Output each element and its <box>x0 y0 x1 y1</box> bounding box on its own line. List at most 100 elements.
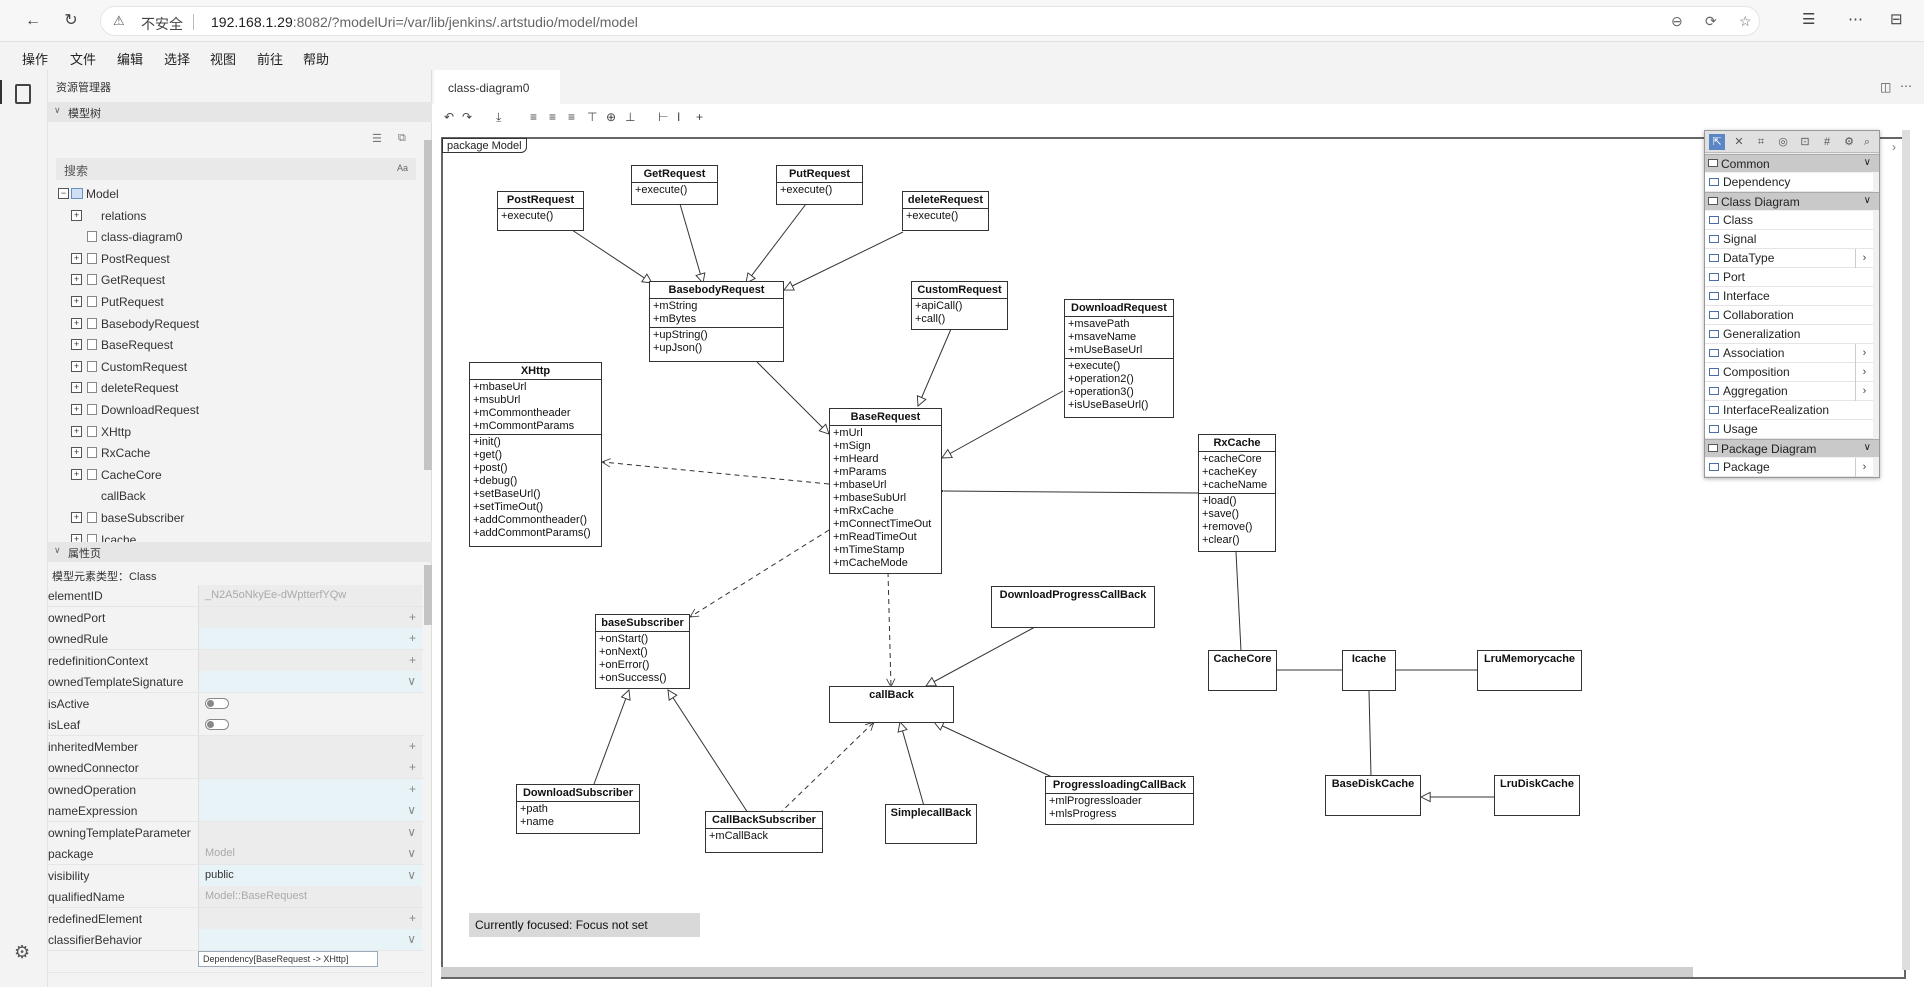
search-icon[interactable]: ⌕ <box>1863 136 1871 148</box>
address-bar[interactable]: ⚠ 不安全 192.168.1.29:8082/?modelUri=/var/l… <box>100 6 1760 36</box>
back-icon[interactable]: ← <box>25 12 41 29</box>
sidebar-icon[interactable]: ⊟ <box>1890 11 1903 28</box>
properties-scrollbar[interactable] <box>424 565 432 625</box>
property-toggle[interactable] <box>205 697 229 709</box>
collapse-icon[interactable]: − <box>58 188 69 199</box>
property-value[interactable]: ∨ <box>198 800 422 821</box>
undo-icon[interactable]: ↶ <box>444 110 455 124</box>
class-getrequest[interactable]: GetRequest+execute() <box>631 165 718 205</box>
palette-item[interactable]: InterfaceRealization <box>1705 401 1873 420</box>
chevron-down-icon[interactable]: ∨ <box>407 803 416 817</box>
palette-item[interactable]: Collaboration <box>1705 306 1873 325</box>
property-value[interactable]: public∨ <box>198 864 422 886</box>
property-value[interactable]: Model∨ <box>198 843 422 864</box>
property-value[interactable]: + <box>198 606 422 628</box>
palette-item[interactable]: Class <box>1705 211 1873 230</box>
expand-icon[interactable]: + <box>71 317 82 329</box>
palette-item[interactable]: Package› <box>1705 458 1873 477</box>
class-basediskcache[interactable]: BaseDiskCache <box>1325 775 1421 816</box>
expand-icon[interactable]: + <box>71 296 82 307</box>
reload-icon[interactable]: ↻ <box>64 12 78 29</box>
chevron-down-icon[interactable]: ∨ <box>407 824 416 839</box>
align-center-icon[interactable]: ≡ <box>549 110 557 124</box>
palette-item[interactable]: Port <box>1705 268 1873 287</box>
palette-item[interactable]: Generalization <box>1705 325 1873 344</box>
refresh-tree-icon[interactable]: ⧉ <box>398 132 406 144</box>
property-value[interactable]: + <box>198 735 422 757</box>
redo-icon[interactable]: ↷ <box>462 110 473 124</box>
class-lrudiskcache[interactable]: LruDiskCache <box>1494 775 1580 816</box>
add-icon[interactable]: + <box>408 781 416 796</box>
palette-group[interactable]: Package Diagram∨ <box>1705 439 1879 457</box>
layout-tool-icon[interactable]: ⚙ <box>1844 136 1854 148</box>
distribute-horizontal-icon[interactable]: ⊢ <box>658 110 669 124</box>
expand-icon[interactable]: + <box>71 447 82 459</box>
palette-item[interactable]: Association› <box>1705 344 1873 363</box>
palette-item[interactable]: DataType› <box>1705 249 1873 268</box>
class-downloadrequest[interactable]: DownloadRequest+msavePath+msaveName+mUse… <box>1064 299 1174 418</box>
chevron-right-icon[interactable]: › <box>1855 458 1873 477</box>
add-icon[interactable]: + <box>408 609 416 624</box>
pointer-tool-icon[interactable]: ⇱ <box>1709 134 1725 150</box>
explorer-icon[interactable] <box>15 84 31 104</box>
property-value[interactable]: Dependency[BaseRequest -> XHttp] <box>198 950 378 967</box>
chevron-right-icon[interactable]: › <box>1855 249 1873 268</box>
canvas-horizontal-scrollbar[interactable] <box>441 967 1693 977</box>
chevron-down-icon[interactable]: ∨ <box>407 867 416 882</box>
palette-group[interactable]: Class Diagram∨ <box>1705 192 1879 210</box>
chevron-right-icon[interactable]: › <box>1855 363 1873 382</box>
class-rxcache[interactable]: RxCache+cacheCore+cacheKey+cacheName+loa… <box>1198 434 1276 552</box>
grid-tool-icon[interactable]: # <box>1823 136 1831 148</box>
chevron-right-icon[interactable]: › <box>1855 344 1873 363</box>
class-cachecore[interactable]: CacheCore <box>1208 650 1277 691</box>
align-left-icon[interactable]: ≡ <box>530 110 538 124</box>
canvas-vertical-scrollbar[interactable] <box>1902 130 1910 970</box>
align-bottom-icon[interactable]: ⊥ <box>625 110 636 124</box>
class-basebodyrequest[interactable]: BasebodyRequest+mString+mBytes+upString(… <box>649 281 784 362</box>
fit-tool-icon[interactable]: ⊡ <box>1800 136 1810 148</box>
diagram-canvas[interactable] <box>441 137 1906 979</box>
add-icon[interactable]: + <box>408 631 416 645</box>
class-xhttp[interactable]: XHttp+mbaseUrl+msubUrl+mCommontheader+mC… <box>469 362 602 547</box>
property-value[interactable]: + <box>198 628 422 649</box>
palette-item[interactable]: Signal <box>1705 230 1873 249</box>
favorite-icon[interactable]: ☆ <box>1739 13 1752 29</box>
class-downloadsubscriber[interactable]: DownloadSubscriber+path+name <box>516 784 640 834</box>
property-value[interactable]: ∨ <box>198 821 422 843</box>
class-callbacksubscriber[interactable]: CallBackSubscriber+mCallBack <box>705 811 823 853</box>
class-basesubscriber[interactable]: baseSubscriber+onStart()+onNext()+onErro… <box>595 614 690 689</box>
menu-actions[interactable]: 操作 <box>22 52 49 67</box>
expand-icon[interactable]: + <box>71 252 82 264</box>
property-toggle[interactable] <box>205 719 229 730</box>
add-icon[interactable]: + <box>408 760 416 774</box>
class-downloadprogresscallback[interactable]: DownloadProgressCallBack <box>991 586 1155 628</box>
match-case-icon[interactable]: Aa <box>396 163 408 173</box>
more-actions-icon[interactable]: ⋯ <box>1900 79 1912 93</box>
menu-go[interactable]: 前往 <box>257 52 284 67</box>
expand-icon[interactable]: + <box>71 339 82 351</box>
align-middle-icon[interactable]: ⊕ <box>606 110 617 124</box>
palette-collapse-icon[interactable]: › <box>1892 140 1896 154</box>
properties-header[interactable]: ∨属性页 <box>48 542 432 562</box>
menu-edit[interactable]: 编辑 <box>117 52 144 67</box>
collapse-all-icon[interactable]: ☰ <box>372 133 382 145</box>
class-simplecallback[interactable]: SimplecallBack <box>885 804 977 844</box>
tree-scrollbar[interactable] <box>424 140 432 470</box>
favorites-icon[interactable]: ☰ <box>1802 11 1816 28</box>
align-top-icon[interactable]: ⊤ <box>587 110 598 124</box>
expand-icon[interactable]: + <box>71 382 82 394</box>
split-editor-icon[interactable]: ◫ <box>1880 80 1892 94</box>
chevron-right-icon[interactable]: › <box>1855 382 1873 401</box>
class-putrequest[interactable]: PutRequest+execute() <box>776 165 863 205</box>
property-value[interactable]: + <box>198 757 422 778</box>
palette-item[interactable]: Aggregation› <box>1705 382 1873 401</box>
palette-item[interactable]: Dependency <box>1705 173 1873 192</box>
property-value[interactable]: Model::BaseRequest <box>198 886 422 907</box>
more-icon[interactable]: ⋯ <box>1848 11 1863 28</box>
palette-group[interactable]: Common∨ <box>1705 154 1879 172</box>
class-progressloadingcallback[interactable]: ProgressloadingCallBack+mlProgressloader… <box>1045 776 1194 825</box>
expand-icon[interactable]: + <box>71 274 82 286</box>
add-icon[interactable]: + <box>408 652 416 667</box>
add-icon[interactable]: + <box>408 738 416 753</box>
